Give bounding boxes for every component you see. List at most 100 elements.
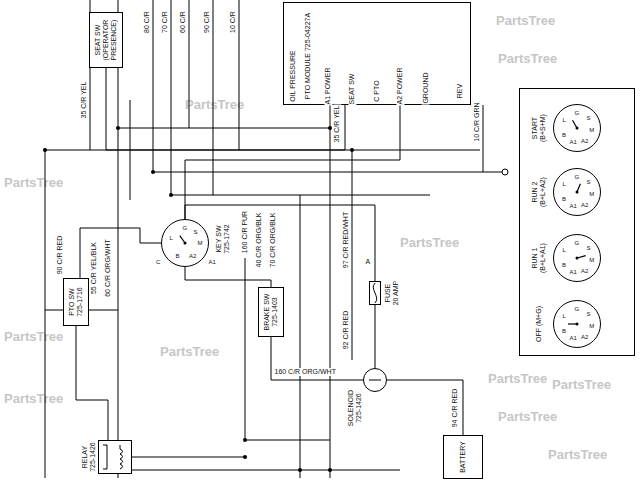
pin-name: SEAT SW bbox=[348, 72, 356, 105]
wire-label: 10 C/R GRN bbox=[472, 101, 480, 142]
rect-outline bbox=[284, 3, 471, 105]
terminal-letter: A1 bbox=[569, 269, 578, 276]
junction-dot bbox=[243, 455, 247, 459]
terminal-letter: A1 bbox=[569, 139, 578, 146]
position-label: OFF (M+G) bbox=[535, 305, 543, 343]
symbol-detail bbox=[103, 445, 123, 469]
switch-pivot bbox=[184, 242, 187, 245]
pin-name: REV bbox=[456, 82, 464, 98]
terminal-letter: A1 bbox=[208, 259, 217, 266]
wire-label: 97 C/R RED/WHT bbox=[342, 211, 350, 269]
terminal-letter: A2 bbox=[188, 253, 197, 260]
junction-dot bbox=[243, 438, 247, 442]
switch-position-circle: START (B+S+M)GSMA2A1BL bbox=[553, 104, 601, 152]
wire-connector bbox=[76, 326, 108, 440]
wire-label: 10 C/R bbox=[229, 10, 237, 34]
symbol-detail bbox=[373, 283, 376, 303]
junction-dot bbox=[350, 148, 354, 152]
wire-label: 92 C/R RED bbox=[342, 310, 350, 351]
component-label: PTO MODULE 725-04227A bbox=[304, 11, 312, 99]
battery-box: BATTERY bbox=[443, 435, 483, 479]
relay-symbol-outline bbox=[98, 440, 132, 474]
wire-label: 94 C/R RED bbox=[451, 388, 459, 429]
ground-terminal bbox=[502, 169, 508, 175]
wire-connector bbox=[185, 267, 271, 287]
wire-label: 70 C/R bbox=[161, 10, 169, 34]
switch-position-circle: RUN 2 (B+L+A2)GSMA2A1BL bbox=[553, 168, 601, 216]
terminal-letter: G bbox=[574, 110, 581, 117]
pin-name: A2 POWER bbox=[396, 66, 404, 105]
junction-dot bbox=[298, 468, 302, 472]
wire-label: 80 C/R bbox=[143, 10, 151, 34]
terminal-letter: S bbox=[586, 245, 592, 252]
component-label: RELAY 725-1426 bbox=[81, 437, 97, 477]
switch-position-panel bbox=[520, 89, 635, 356]
pto-module-box: OIL PRESSUREPTO MODULE 725-04227AA1 POWE… bbox=[283, 2, 471, 105]
watermark: PartsTree bbox=[496, 14, 555, 28]
wire-label: 160 C/R PUR bbox=[241, 210, 249, 254]
component-label: BATTERY bbox=[459, 440, 467, 474]
watermark: PartsTree bbox=[4, 392, 63, 406]
wire-label: 35 C/R YEL bbox=[333, 105, 341, 144]
pto-switch-box: PTO SW 725-1716 bbox=[63, 278, 89, 326]
position-label: START (B+S+M) bbox=[531, 108, 547, 148]
circle-outline bbox=[554, 105, 601, 152]
rect-outline bbox=[370, 282, 381, 305]
position-label: RUN 1 (B+L+A1) bbox=[531, 238, 547, 278]
terminal-letter: S bbox=[586, 115, 592, 122]
terminal-letter: M bbox=[588, 257, 595, 264]
watermark: PartsTree bbox=[400, 236, 459, 250]
terminal-letter: A2 bbox=[580, 334, 589, 341]
component-label: FUSE 20 AMP bbox=[384, 278, 400, 308]
switch-pivot bbox=[576, 127, 579, 130]
component-label: PTO SW 725-1716 bbox=[68, 283, 84, 321]
switch-pivot bbox=[576, 323, 579, 326]
junction-dots bbox=[43, 126, 354, 472]
wire-label: 90 C/R RED bbox=[56, 235, 64, 276]
component-label: SEAT SW (OPERATOR PRESENCE) bbox=[94, 17, 118, 63]
watermark: PartsTree bbox=[548, 448, 607, 462]
watermark: PartsTree bbox=[4, 176, 63, 190]
circle-outline bbox=[554, 235, 601, 282]
terminal-letter: M bbox=[588, 127, 595, 134]
wire-label: 60 C/R bbox=[179, 10, 187, 34]
wire-harness bbox=[45, 0, 502, 478]
terminal-letter: M bbox=[588, 323, 595, 330]
terminal-letter: B bbox=[175, 253, 181, 260]
terminal-letter: B bbox=[561, 196, 567, 203]
symbol-detail bbox=[369, 380, 381, 381]
position-label: RUN 2 (B+L+A2) bbox=[531, 172, 547, 212]
fuse-symbol: FUSE 20 AMP bbox=[369, 281, 381, 305]
terminal-letter: A1 bbox=[569, 203, 578, 210]
junction-dot bbox=[169, 193, 173, 197]
circle-outline bbox=[554, 169, 601, 216]
terminal-letter: G bbox=[182, 225, 189, 232]
junction-dot bbox=[151, 170, 155, 174]
junction-dot bbox=[328, 126, 332, 130]
circle-outline bbox=[364, 369, 387, 392]
terminal-letter: L bbox=[562, 313, 567, 320]
wire-label: 90 C/R bbox=[203, 10, 211, 34]
wire-label: 60 C/R ORG/WHT bbox=[104, 238, 112, 298]
pin-name: OIL PRESSURE bbox=[288, 49, 296, 102]
junction-dot bbox=[328, 468, 332, 472]
terminal-letter: A2 bbox=[580, 268, 589, 275]
switch-pivot bbox=[576, 191, 579, 194]
terminal-letter: G bbox=[574, 306, 581, 313]
terminal-letter: B bbox=[561, 262, 567, 269]
watermark: PartsTree bbox=[498, 410, 557, 424]
terminal-letter: S bbox=[586, 179, 592, 186]
junction-dot bbox=[43, 148, 47, 152]
terminal-label: 160 C/R ORG/WHT bbox=[274, 368, 337, 376]
wire-connector bbox=[185, 205, 375, 281]
wire-connector bbox=[387, 380, 463, 435]
key-switch-symbol: KEY SW 725-1742GSMA2BLA1C bbox=[161, 219, 209, 267]
wire-label: 40 C/R ORG/BLK bbox=[255, 212, 263, 269]
terminal-letter: L bbox=[562, 117, 567, 124]
component-label: BRAKE SW 725-1403 bbox=[263, 292, 279, 332]
terminal-letter: A1 bbox=[569, 335, 578, 342]
terminal-letter: L bbox=[562, 247, 567, 254]
terminal-letter: B bbox=[561, 132, 567, 139]
terminal-letter: B bbox=[561, 328, 567, 335]
